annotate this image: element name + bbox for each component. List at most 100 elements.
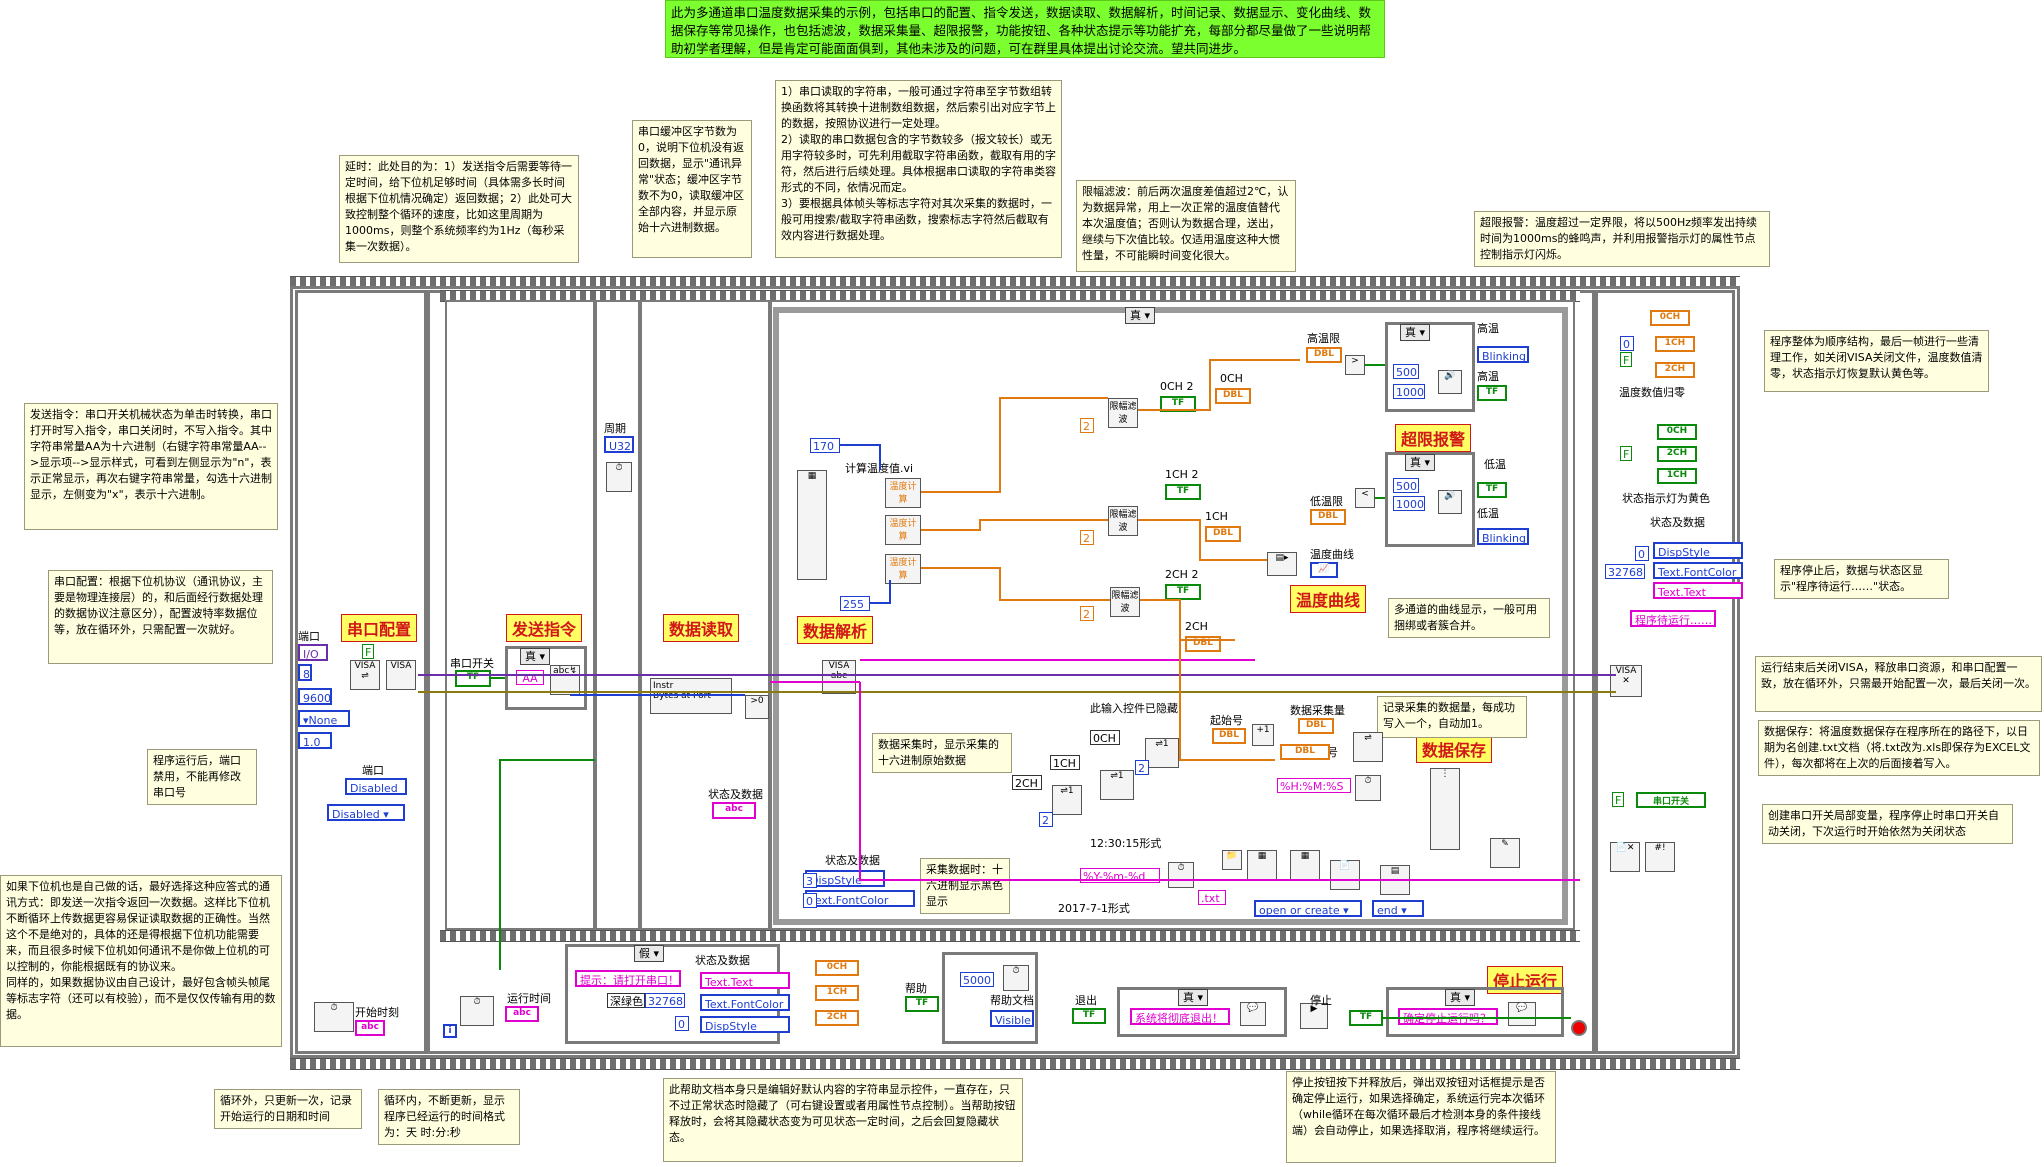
date-form-label: 2017-7-1形式 [1058, 902, 1130, 915]
beep-duration-lo: 1000 [1393, 496, 1425, 511]
curve-merge-note: 多通道的曲线显示，一般可用捆绑或者簇合并。 [1388, 598, 1550, 638]
beep-freq-hi: 500 [1393, 364, 1419, 379]
running-description-note: 程序运行后，端口禁用，不能再修改串口号 [147, 749, 257, 805]
error-handler-node: #! [1645, 842, 1675, 872]
ch2-const: 2CH [1012, 775, 1042, 790]
wire-temp-ch2 [921, 567, 1110, 601]
filter-node-0: 限幅滤波 [1108, 398, 1138, 428]
stop-bits-control[interactable]: 1.0 [298, 732, 332, 749]
visa-property-node: VISA [386, 660, 416, 690]
inner-frame-send [445, 300, 595, 930]
bottom-ch2: 2CH [815, 1010, 859, 1026]
inner-sequence-bottom-filmstrip [440, 930, 1580, 942]
process-case-selector[interactable]: 真 ▾ [1125, 307, 1156, 324]
start-no-local: DBL [1280, 744, 1330, 760]
wait-ms-node: ⏱ [606, 462, 632, 492]
help-button-terminal[interactable]: TF [905, 996, 939, 1012]
fontcolor-property: Text.FontColor [805, 890, 915, 907]
wire-filtered-ch0 [1138, 359, 1300, 411]
bottom-status-label: 状态及数据 [695, 954, 750, 967]
bottom-fontcolor-property: Text.FontColor [700, 994, 790, 1011]
exit-button-terminal[interactable]: TF [1072, 1008, 1106, 1024]
right-status-label: 状态及数据 [1650, 516, 1705, 529]
loop-inside-note: 循环内，不断更新，显示程序已经运行的时间格式为：天 时:分:秒 [378, 1089, 520, 1145]
wire-temp-ch0 [921, 397, 1108, 493]
hi-limit-label: 高温限 [1307, 332, 1340, 345]
open-or-create-const[interactable]: open or create ▾ [1254, 900, 1362, 917]
period-control[interactable]: U32 [604, 436, 634, 453]
ch2-2-indicator: TF [1165, 584, 1201, 600]
data-bits-control[interactable]: 8 [298, 664, 312, 681]
help-doc-label: 帮助文档 [990, 994, 1034, 1007]
temp-calc-node-1: 温度计算 [885, 515, 921, 545]
help-5000-const: 5000 [960, 972, 994, 987]
config-description-note: 串口配置：根据下位机协议（通讯协议，主要是物理连接层）的，和后面经行数据处理的数… [48, 570, 273, 664]
path-node: ▦ [1290, 850, 1320, 880]
port-control[interactable]: I/O [298, 644, 328, 661]
filter-node-1: 限幅滤波 [1108, 506, 1138, 536]
switch-false-const: F [1612, 792, 1625, 807]
beep-duration-hi: 1000 [1393, 384, 1425, 399]
buffer-description-note: 串口缓冲区字节数为0，说明下位机没有返回数据，显示"通讯异常"状态；缓冲区字节数… [632, 120, 752, 258]
app-dir-node: 📁 [1222, 850, 1242, 870]
right-dispstyle-property: DispStyle [1653, 542, 1743, 559]
loop-iteration-terminal: i [443, 1024, 457, 1038]
baud-control[interactable]: 9600 [298, 688, 332, 705]
help-case-structure [942, 952, 1038, 1044]
help-wait-node: ⏱ [1003, 965, 1029, 991]
temp-calc-node-2: 温度计算 [885, 554, 921, 584]
port-disabled-const[interactable]: Disabled ▾ [327, 804, 405, 821]
hi-label: 高温 [1477, 322, 1499, 335]
send-description-note: 发送指令：串口开关机械状态为单击时转换，串口打开时写入指令，串口关闭时，不写入指… [24, 403, 278, 530]
status-case-selector[interactable]: 假 ▾ [634, 945, 665, 962]
quit-labview-node: ▶ [1300, 1003, 1328, 1029]
ch1-label: 1CH [1205, 510, 1228, 523]
lo-limit-control[interactable]: DBL [1310, 509, 1346, 525]
sequence-frame-1 [295, 290, 427, 1054]
lo-blink-property: Blinking [1477, 528, 1529, 545]
curve-chart-indicator: 📈 [1310, 562, 1338, 578]
port-disabled-property: Disabled [345, 778, 407, 795]
const-3: 3 [803, 873, 817, 888]
inner-frame-delay [595, 300, 640, 930]
end-position-const[interactable]: end ▾ [1372, 900, 1424, 917]
start-no-control[interactable]: DBL [1212, 728, 1246, 744]
lo-limit-label: 低温限 [1310, 495, 1343, 508]
section-label-send: 发送指令 [506, 614, 583, 642]
lo-alarm-case-selector[interactable]: 真 ▾ [1405, 454, 1436, 471]
reset-ch1: 1CH [1655, 336, 1695, 352]
time-form-label: 12:30:15形式 [1090, 837, 1162, 850]
format-node-2: ⇌1 [1052, 785, 1082, 815]
send-case-selector[interactable]: 真 ▾ [520, 648, 551, 665]
temp-reset-label: 温度数值归零 [1619, 386, 1685, 399]
sequence-frame-3 [1595, 290, 1735, 1054]
hi-alarm-case-selector[interactable]: 真 ▾ [1400, 324, 1431, 341]
build-path-node: ▦ [1247, 850, 1277, 880]
exit-dialog-node: 💬 [1240, 1002, 1266, 1026]
protocol-description-note: 如果下位机也是自己做的话，最好选择这种应答式的通讯方式：即发送一次指令返回一次数… [0, 875, 282, 1047]
inner-frame-read [640, 300, 770, 930]
run-time-indicator: abc [505, 1006, 539, 1022]
sample-amt-indicator: DBL [1298, 718, 1334, 734]
greater-than-node-hi: > [1345, 355, 1365, 375]
section-label-read: 数据读取 [663, 614, 740, 642]
filter-const-1: 2 [1080, 530, 1094, 545]
lo-led-indicator: TF [1477, 482, 1507, 498]
exit-case-selector[interactable]: 真 ▾ [1178, 989, 1209, 1006]
wire-filtered-ch2 [1140, 599, 1235, 641]
time-format-node: ⏱ [1355, 775, 1381, 801]
hi-limit-control[interactable]: DBL [1306, 347, 1342, 363]
parity-control[interactable]: ▾None [298, 710, 350, 727]
ch1-2-indicator: TF [1165, 484, 1201, 500]
raw-hex-note: 数据采集时，显示采集的十六进制原始数据 [872, 733, 1012, 773]
stop-case-selector[interactable]: 真 ▾ [1445, 989, 1476, 1006]
beep-node-hi: 🔊 [1438, 370, 1462, 394]
open-file-node: 📄 [1330, 860, 1360, 890]
deep-green-const: 深绿色 [607, 993, 645, 1008]
period-label: 周期 [604, 422, 626, 435]
wire-case-select [499, 759, 595, 970]
ch2-label: 2CH [1185, 620, 1208, 633]
ch0-2-label: 0CH 2 [1160, 380, 1194, 393]
stop-button-terminal[interactable]: TF [1349, 1010, 1383, 1026]
